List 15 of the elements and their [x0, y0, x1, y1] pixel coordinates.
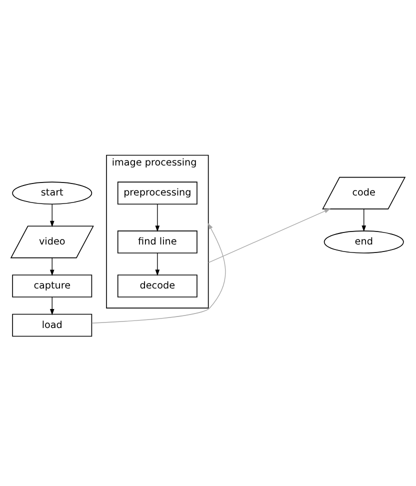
- arrow: [155, 252, 160, 276]
- arrow: [50, 257, 54, 276]
- node-box: capture: [12, 274, 92, 298]
- node-box: decode: [117, 274, 198, 298]
- node-box: find line: [117, 230, 198, 254]
- arrow: [92, 222, 226, 324]
- arrow: [362, 208, 366, 232]
- arrow: [50, 296, 54, 316]
- arrow: [50, 204, 54, 228]
- arrow: [208, 208, 330, 264]
- node-box: preprocessing: [117, 182, 198, 205]
- node-box: load: [12, 314, 92, 337]
- arrow: [155, 204, 160, 232]
- node-ellipse: end: [324, 230, 404, 254]
- node-ellipse: start: [12, 182, 92, 205]
